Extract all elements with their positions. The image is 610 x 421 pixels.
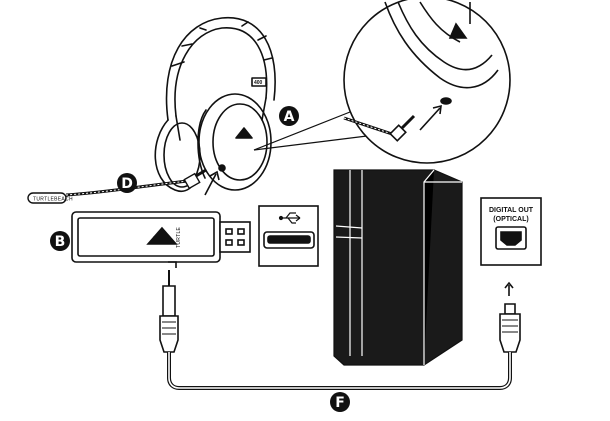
- callout-b-label: B: [55, 234, 66, 250]
- callout-b: B: [50, 231, 70, 251]
- callout-d: D: [117, 173, 137, 193]
- optical-port: [480, 197, 542, 266]
- usb-icon: [278, 212, 301, 224]
- optical-cable: [159, 270, 521, 390]
- optical-arrow: [504, 281, 514, 296]
- headset: [154, 17, 276, 192]
- callout-f-label: F: [335, 395, 345, 411]
- headset-jack-arrow: [204, 170, 220, 196]
- optical-port-label-line1: DIGITAL OUT: [489, 207, 534, 214]
- boom-mic: [27, 168, 207, 204]
- callout-f: F: [330, 392, 350, 412]
- callout-a: A: [279, 106, 299, 126]
- usb-port: [258, 205, 319, 267]
- usb-transmitter: [71, 211, 251, 268]
- headset-model-label: 400: [254, 80, 263, 86]
- callout-a-label: A: [284, 109, 295, 125]
- transmitter-brand-label: TURTLE: [176, 226, 182, 248]
- callout-d-label: D: [121, 176, 133, 192]
- jack-closeup: [253, 0, 511, 164]
- optical-port-label-line2: (OPTICAL): [493, 216, 528, 223]
- game-console: [333, 169, 463, 366]
- mic-brand-label: TURTLEBEACH: [33, 197, 73, 203]
